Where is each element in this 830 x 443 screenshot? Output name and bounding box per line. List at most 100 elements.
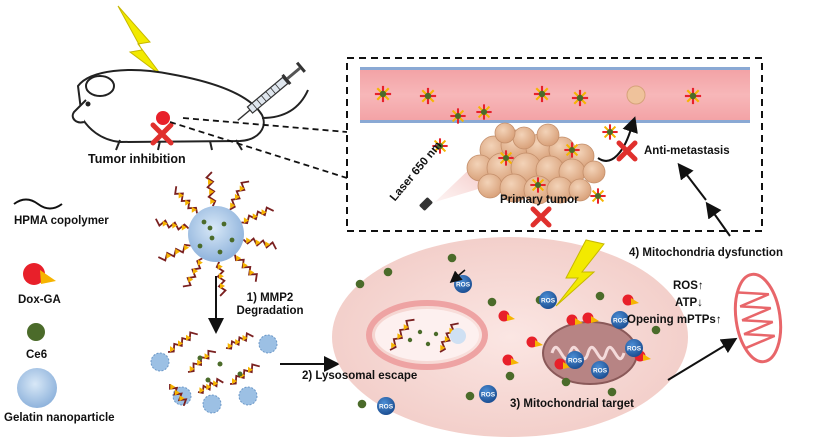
cross-icon	[530, 206, 552, 228]
gelatin-fragment	[450, 328, 466, 344]
dox-ga-icon	[526, 336, 543, 348]
red-circle-yellow-triangle-icon	[23, 263, 56, 285]
dox-ga-icon	[622, 294, 639, 306]
svg-text:ROS: ROS	[613, 318, 628, 325]
step-1-title: 1) MMP2	[246, 292, 294, 304]
drug-particle-icon	[374, 85, 392, 103]
tumor-cell	[332, 237, 688, 437]
drug-particle-icon	[602, 124, 618, 140]
mitochondrion-dysfunction-illustration	[733, 272, 783, 364]
drug-particle-icon	[498, 150, 514, 166]
dysfunction-arrow	[705, 201, 731, 237]
lightning-bolt-icon	[117, 5, 163, 77]
ce6-dot	[355, 279, 365, 289]
gelatin-nanoparticle	[188, 206, 244, 262]
gelatin-fragment	[238, 386, 258, 406]
polymer-chain	[155, 218, 190, 231]
svg-text:ROS: ROS	[568, 358, 583, 365]
ce6-dot	[417, 329, 423, 335]
ce6-dot	[447, 253, 457, 263]
svg-text:ROS: ROS	[627, 346, 642, 353]
ce6-dot	[465, 391, 475, 401]
ce6-dot	[205, 377, 211, 383]
gelatin-fragment	[258, 334, 278, 354]
tumor-inhibition-label: Tumor inhibition	[88, 152, 186, 166]
drug-particle-icon	[432, 138, 448, 154]
ros-icon: ROS	[611, 311, 629, 329]
tumor-cell-sphere	[536, 123, 560, 147]
dysfunction-arrow	[677, 162, 707, 201]
ce6-dot	[229, 237, 235, 243]
lightning-bolt-icon	[555, 239, 605, 307]
ros-icon: ROS	[479, 385, 497, 403]
tumor-cell-sphere	[582, 160, 606, 184]
projection-line	[169, 121, 348, 179]
anti-metastasis-label: Anti-metastasis	[644, 145, 730, 157]
svg-text:ROS: ROS	[481, 392, 496, 399]
ros-icon: ROS	[539, 291, 557, 309]
ce6-dot	[201, 219, 207, 225]
ros-icon: ROS	[566, 351, 584, 369]
dox-ga-icon	[498, 310, 515, 322]
ros-arrow	[449, 269, 466, 283]
ce6-dot	[561, 377, 571, 387]
ros-icon: ROS	[625, 339, 643, 357]
gelatin-fragment	[150, 352, 170, 372]
ce6-dot	[505, 371, 515, 381]
projection-line	[182, 117, 348, 133]
ros-icon: ROS	[377, 397, 395, 415]
ce6-dot	[407, 337, 413, 343]
ros-up-label: ROS↑	[673, 280, 704, 292]
polymer-chain	[205, 171, 217, 207]
ce6-dot	[217, 249, 223, 255]
ce6-dot	[425, 341, 431, 347]
ce6-dot	[651, 325, 661, 335]
ce6-dot	[221, 221, 227, 227]
drug-particle-icon	[476, 104, 492, 120]
drug-particle-icon	[533, 85, 551, 103]
drug-particle-icon	[530, 177, 546, 193]
cross-icon	[616, 140, 638, 162]
mouse-illustration	[71, 69, 309, 151]
metastasis-arrow	[597, 116, 638, 162]
tumor-cell-sphere	[512, 126, 536, 150]
svg-text:ROS: ROS	[593, 368, 608, 375]
circulating-tumor-cell	[626, 85, 646, 105]
legend-label-hpma: HPMA copolymer	[14, 215, 109, 227]
ce6-dot	[209, 235, 215, 241]
opening-mptp-label: Opening mPTPs↑	[627, 314, 722, 326]
ros-icon: ROS	[591, 361, 609, 379]
ce6-dot	[237, 371, 243, 377]
polymer-chain	[167, 331, 198, 353]
tumor-zoom-box	[346, 57, 763, 232]
svg-text:ROS: ROS	[541, 298, 556, 305]
target-arrow	[667, 337, 738, 381]
ce6-dot	[487, 297, 497, 307]
legend-label-gelatin: Gelatin nanoparticle	[4, 412, 115, 424]
ce6-dot	[383, 267, 393, 277]
laser-device-icon	[419, 197, 433, 211]
polymer-chain	[225, 331, 254, 350]
drug-particle-icon	[564, 142, 580, 158]
dox-ga-icon	[582, 312, 599, 324]
ce6-dot	[433, 331, 439, 337]
step-1-label: 1) MMP2 Degradation	[230, 292, 310, 317]
drug-particle-icon	[571, 89, 589, 107]
polymer-chain	[229, 363, 260, 385]
wavy-line-icon	[13, 198, 63, 210]
tumor-cell-sphere	[477, 173, 503, 199]
drug-particle-icon	[450, 108, 466, 124]
cross-icon	[150, 122, 174, 146]
svg-text:ROS: ROS	[456, 282, 471, 289]
mouse-tumor	[156, 111, 170, 125]
green-dot-icon	[27, 323, 45, 341]
polymer-chain	[187, 349, 217, 373]
drug-particle-icon	[590, 188, 606, 204]
polymer-chain	[197, 377, 224, 395]
tumor-cell-sphere	[568, 178, 592, 202]
drug-particle-icon	[684, 87, 702, 105]
step-4-label: 4) Mitochondria dysfunction	[629, 247, 783, 259]
tumor-cell-sphere	[494, 122, 516, 144]
ce6-dot	[607, 387, 617, 397]
